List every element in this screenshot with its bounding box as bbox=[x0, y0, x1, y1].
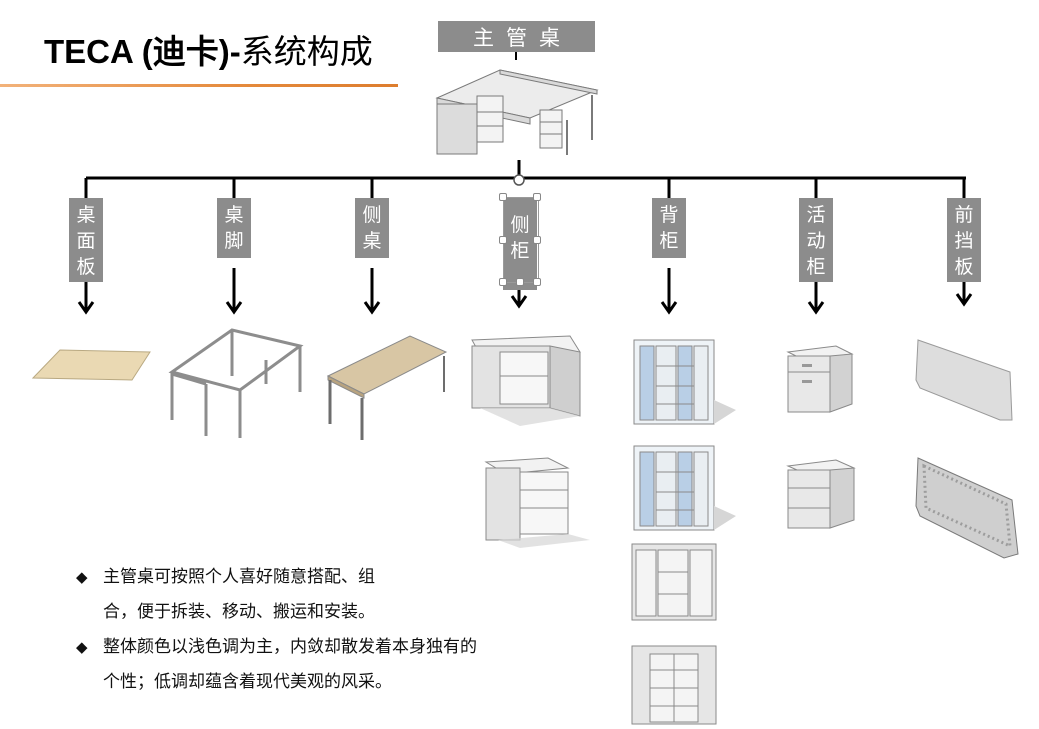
category-label-back-cabinet: 背柜 bbox=[652, 198, 686, 258]
bullet-item: ◆ 主管桌可按照个人喜好随意搭配、组 合，便于拆装、移动、搬运和安装。 bbox=[76, 560, 596, 630]
desk-panel-image bbox=[31, 349, 151, 381]
category-label-front-panel: 前挡板 bbox=[947, 198, 981, 282]
desk-frame-image bbox=[168, 328, 304, 438]
title-brand: 迪卡 bbox=[152, 33, 219, 70]
title-close: )- bbox=[218, 33, 241, 70]
side-table-image bbox=[326, 335, 448, 440]
resize-handle-mr[interactable] bbox=[533, 236, 541, 244]
bullet-item: ◆ 整体颜色以浅色调为主，内敛却散发着本身独有的 个性；低调却蕴含着现代美观的风… bbox=[76, 630, 596, 700]
bullet-diamond-icon: ◆ bbox=[76, 638, 88, 656]
description-bullets: ◆ 主管桌可按照个人喜好随意搭配、组 合，便于拆装、移动、搬运和安装。 ◆ 整体… bbox=[76, 560, 596, 700]
category-label-mobile-pedestal: 活动柜 bbox=[799, 198, 833, 282]
title-latin: TECA ( bbox=[44, 33, 153, 70]
mobile-pedestal-image-2 bbox=[786, 459, 856, 529]
bullet-line: 个性；低调却蕴含着现代美观的风采。 bbox=[103, 672, 392, 692]
bullet-diamond-icon: ◆ bbox=[76, 568, 88, 586]
bullet-line: 合，便于拆装、移动、搬运和安装。 bbox=[103, 602, 375, 622]
category-label-side-table: 侧桌 bbox=[355, 198, 389, 258]
resize-handle-bl[interactable] bbox=[499, 278, 507, 286]
bullet-line: 整体颜色以浅色调为主，内敛却散发着本身独有的 bbox=[103, 637, 477, 657]
mobile-pedestal-image-1 bbox=[786, 345, 854, 413]
resize-handle-tl[interactable] bbox=[499, 193, 507, 201]
resize-handle-ml[interactable] bbox=[499, 236, 507, 244]
back-cabinet-image-3 bbox=[631, 543, 717, 621]
down-arrows bbox=[77, 268, 973, 315]
side-cabinet-image-2 bbox=[484, 457, 590, 548]
front-panel-image-2 bbox=[915, 457, 1019, 559]
resize-handle-bc[interactable] bbox=[516, 278, 524, 286]
top-node-label: 主管桌 bbox=[438, 21, 595, 52]
back-cabinet-image-2 bbox=[633, 445, 736, 531]
title-underline bbox=[0, 84, 398, 87]
back-cabinet-image-4 bbox=[631, 645, 717, 725]
resize-handle-tr[interactable] bbox=[533, 193, 541, 201]
back-cabinet-image-1 bbox=[633, 339, 736, 425]
side-cabinet-image-1 bbox=[471, 335, 581, 426]
front-panel-image-1 bbox=[915, 339, 1013, 421]
bullet-line: 主管桌可按照个人喜好随意搭配、组 bbox=[103, 567, 375, 587]
resize-handle-br[interactable] bbox=[533, 278, 541, 286]
category-label-desk-panel: 桌面板 bbox=[69, 198, 103, 282]
category-label-desk-frame: 桌脚 bbox=[217, 198, 251, 258]
category-label-side-cabinet[interactable]: 侧柜 bbox=[503, 198, 537, 290]
executive-desk-image bbox=[435, 69, 599, 155]
page-title: TECA (迪卡)-系统构成 bbox=[44, 30, 373, 74]
rotate-handle[interactable] bbox=[513, 174, 525, 186]
title-rest: 系统构成 bbox=[240, 33, 373, 70]
